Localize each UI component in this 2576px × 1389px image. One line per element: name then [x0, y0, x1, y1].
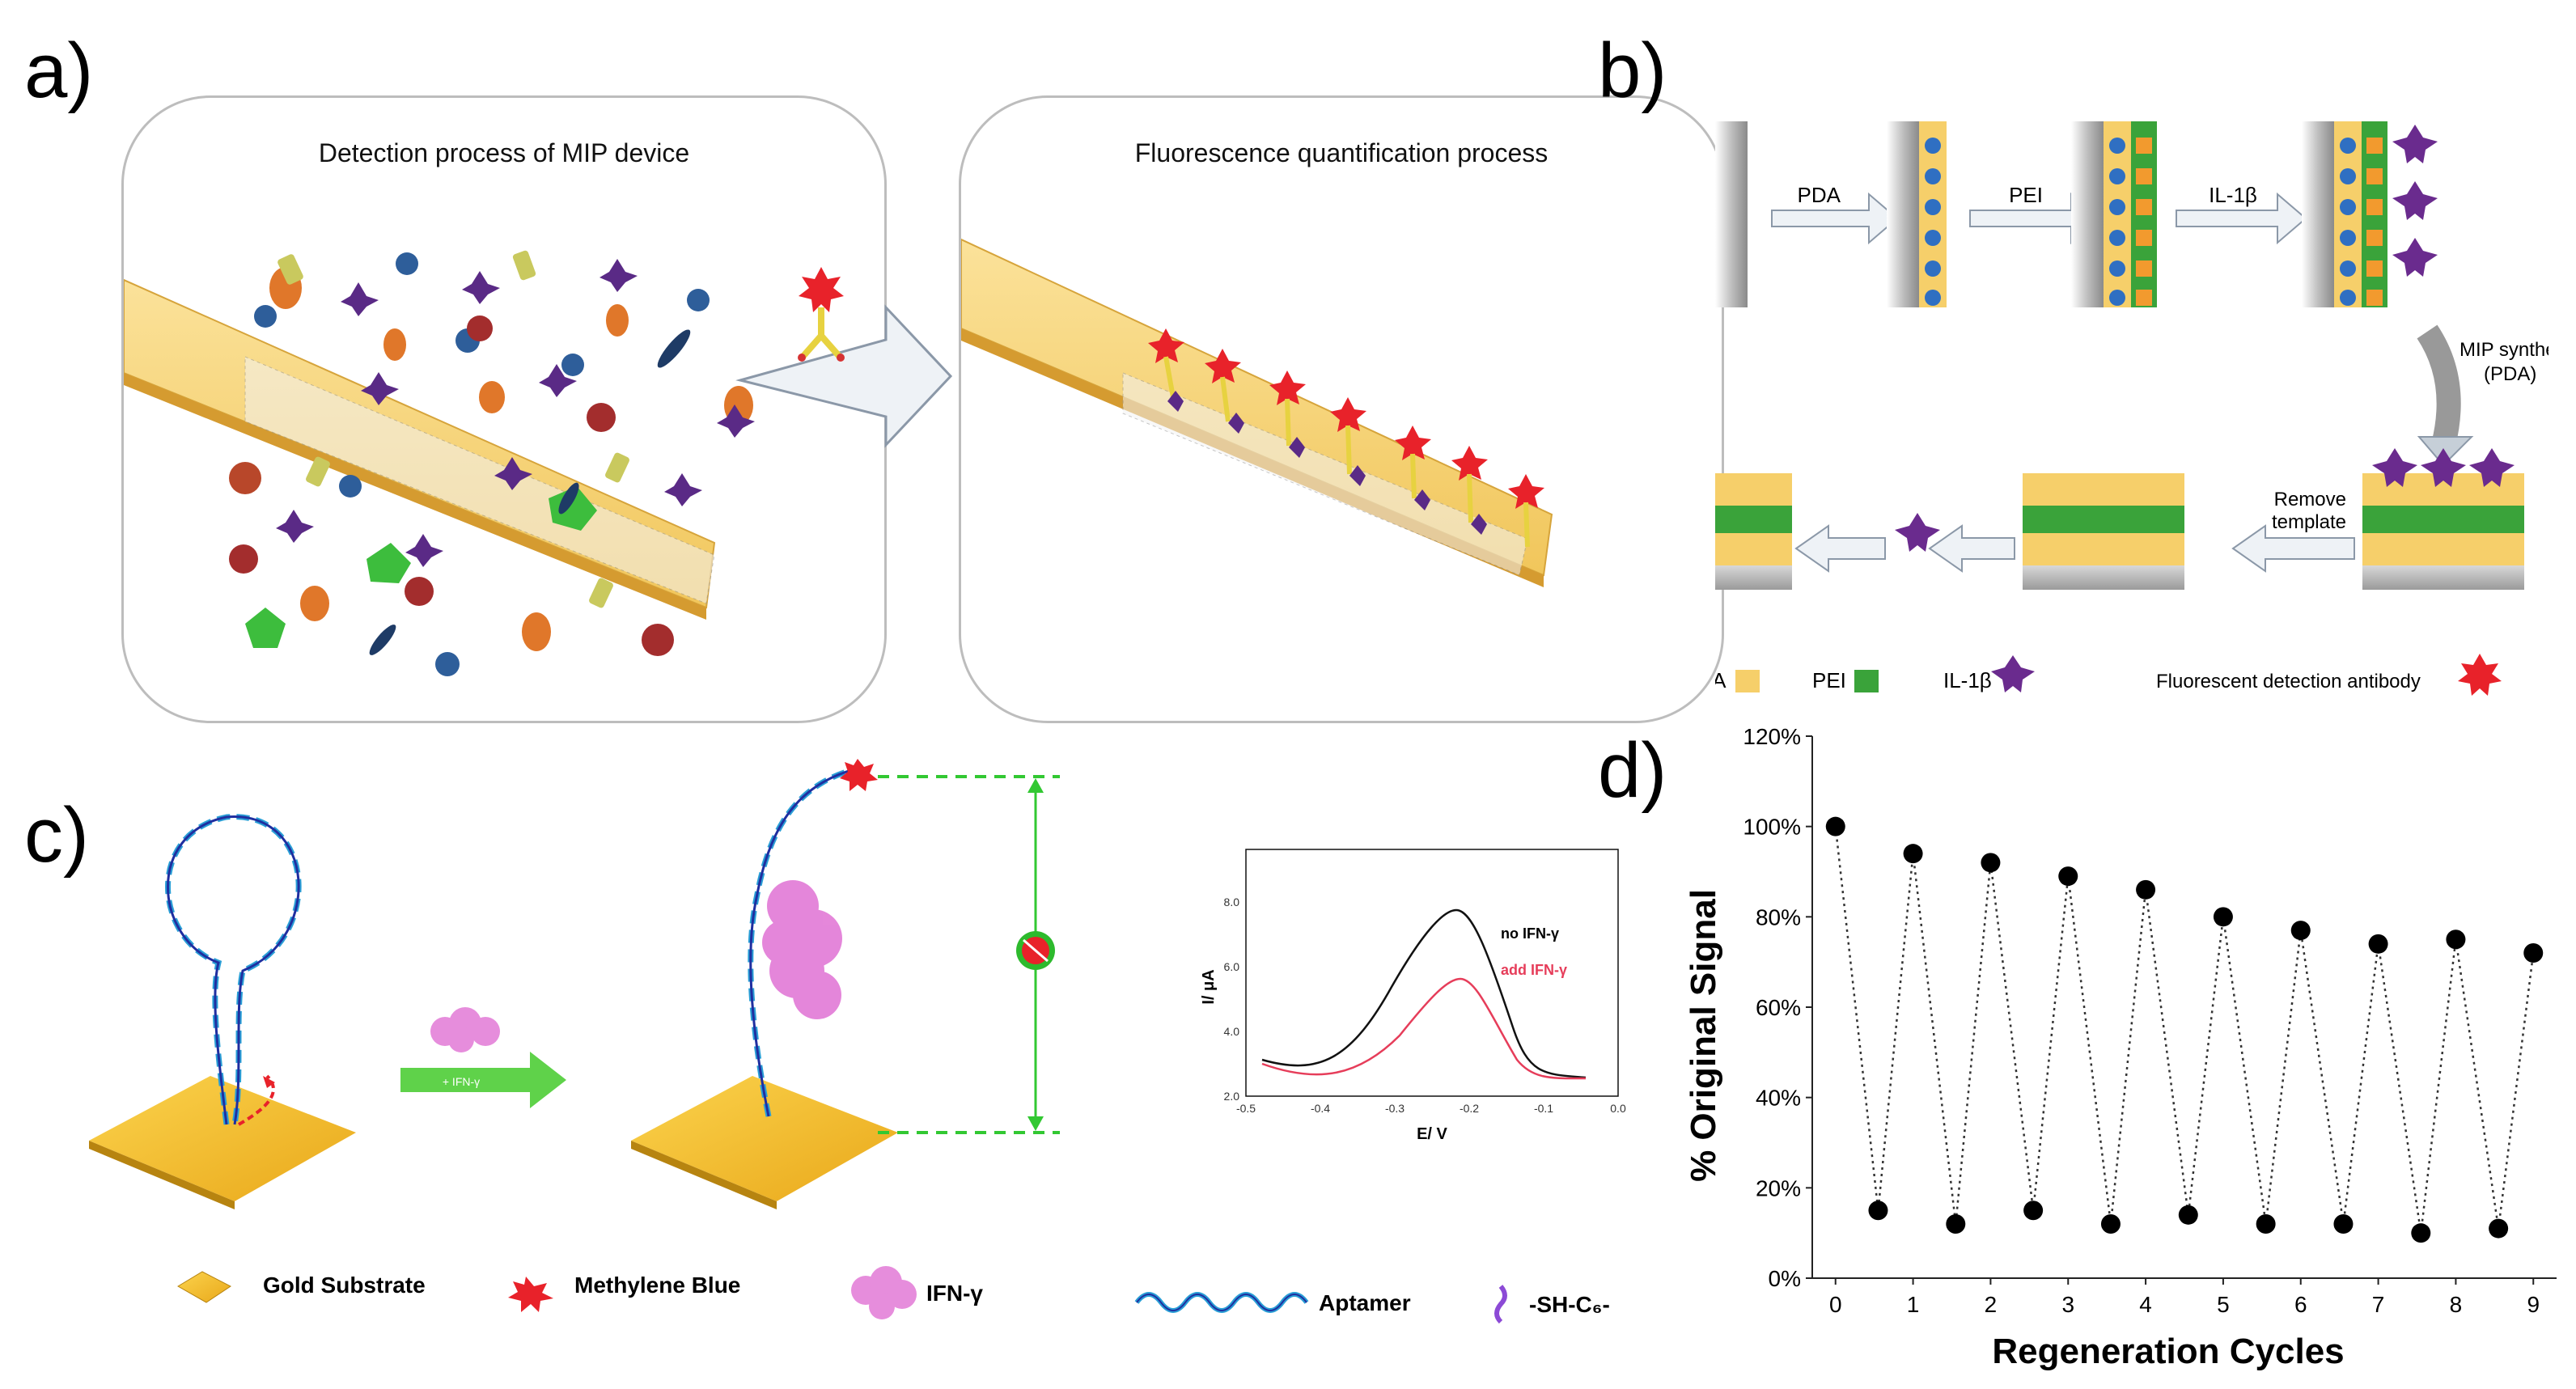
ifn-arrow-label: + IFN-γ	[443, 1075, 480, 1088]
chart-ytick-label: 100%	[1743, 815, 1801, 840]
chart-xtick-label: 7	[2372, 1292, 2385, 1317]
inset-legend-no: no IFN-γ	[1501, 925, 1559, 942]
chart-point	[2058, 866, 2078, 887]
fluorescence-quantification-illustration	[961, 238, 1553, 587]
inset-xlabel: E/ V	[1417, 1125, 1447, 1143]
chart-ytick-label: 0%	[1769, 1266, 1801, 1291]
chart-xtick-label: 9	[2527, 1292, 2540, 1317]
aptamer-sensor-illustration: + IFN-γ	[89, 759, 1060, 1209]
panel-a-left-box: Detection process of MIP device	[121, 95, 887, 723]
ifn-gamma-cloud	[430, 1007, 500, 1052]
inset-ylabel: I/ μA	[1200, 969, 1218, 1004]
chart-ytick-label: 40%	[1756, 1086, 1801, 1111]
chart-point	[2411, 1223, 2431, 1243]
chart-xtick-label: 1	[1907, 1292, 1920, 1317]
legend-il-label: IL-1β	[1943, 668, 1992, 692]
chart-point	[2136, 879, 2156, 900]
panel-a-label: a)	[24, 28, 94, 114]
legend-pei-label: PEI	[1812, 668, 1846, 692]
step-pei-label: PEI	[2009, 183, 2043, 207]
panel-c-label: c)	[24, 792, 89, 879]
chart-point	[2290, 921, 2311, 941]
mip-device-illustration	[124, 250, 755, 676]
bound-antibody-row	[1148, 328, 1544, 509]
chart-point	[2333, 1214, 2354, 1234]
chart-point	[2446, 930, 2466, 950]
panel-c-legend-2: Aptamer -SH-C₆-	[1134, 1285, 1610, 1324]
chart-point	[1903, 844, 1923, 864]
chart-xtick-label: 3	[2061, 1292, 2074, 1317]
panel-c-legend: Gold Substrate Methylene Blue IFN-γ	[177, 1266, 983, 1319]
inset-xtick-0: -0.5	[1236, 1102, 1256, 1115]
regeneration-chart: 0% 20% 40% 60% 80% 100% 120% 0 1 2 3 4 5 6 7 8 9 Regener…	[1684, 724, 2557, 1371]
panel-b-label: b)	[1598, 28, 1667, 114]
panel-a-right-box: Fluorescence quantification process	[959, 95, 1724, 723]
chart-point	[1981, 853, 2001, 873]
chart-point	[2256, 1214, 2276, 1234]
chart-xtick-label: 8	[2450, 1292, 2463, 1317]
panel-a-left-title: Detection process of MIP device	[318, 138, 690, 167]
chart-point	[1946, 1214, 1966, 1234]
molecule-cluster	[229, 250, 755, 676]
chart-point	[2368, 934, 2388, 954]
panel-d-label: d)	[1598, 727, 1667, 814]
mip-synthesis-sub-label: (PDA)	[2484, 363, 2536, 385]
chart-xlabel: Regeneration Cycles	[1992, 1332, 2344, 1371]
step-il-label: IL-1β	[2209, 183, 2257, 207]
chart-ytick-label: 60%	[1756, 995, 1801, 1020]
mip-synthesis-label: MIP synthesis	[2459, 339, 2548, 361]
legend-gold-label: Gold Substrate	[263, 1273, 426, 1298]
chart-point	[2178, 1205, 2198, 1225]
panel-a-right-title: Fluorescence quantification process	[1134, 138, 1549, 167]
inset-ytick-2: 6.0	[1224, 960, 1240, 973]
fluorescent-antibody-icon	[798, 267, 845, 362]
mip-synthesis-schematic: PDA PEI IL-1β MIP synthesis (PDA) Remove…	[1715, 121, 2548, 696]
chart-xtick-label: 2	[1985, 1292, 1998, 1317]
inset-xtick-3: -0.2	[1460, 1102, 1479, 1115]
legend-aptamer-label: Aptamer	[1319, 1290, 1411, 1315]
legend-pda-label: PDA	[1715, 668, 1727, 692]
chart-ylabel: % Original Signal	[1684, 889, 1723, 1182]
chart-ytick-label: 120%	[1743, 724, 1801, 749]
flow-arrow-a	[735, 267, 953, 448]
legend-mb-label: Methylene Blue	[574, 1273, 740, 1298]
chart-xtick-label: 5	[2217, 1292, 2230, 1317]
legend-antibody-label: Fluorescent detection antibody	[2156, 671, 2421, 692]
cv-inset-chart: no IFN-γ add IFN-γ -0.5 -0.4 -0.3 -0.2 -…	[1200, 849, 1626, 1143]
inset-xtick-5: 0.0	[1610, 1102, 1626, 1115]
chart-ytick-label: 80%	[1756, 904, 1801, 930]
chart-series-line	[1834, 826, 2535, 1234]
chart-point	[1825, 816, 1845, 836]
chart-xtick-label: 6	[2294, 1292, 2307, 1317]
step-pda-label: PDA	[1798, 183, 1841, 207]
chart-point	[2523, 943, 2544, 963]
inset-ytick-0: 2.0	[1224, 1090, 1240, 1103]
remove-template-label-2: template	[2272, 511, 2346, 533]
chart-point	[2100, 1214, 2121, 1234]
inset-xtick-4: -0.1	[1534, 1102, 1553, 1115]
chart-point	[2023, 1201, 2044, 1221]
chart-point	[2489, 1218, 2509, 1239]
chart-xtick-label: 4	[2139, 1292, 2152, 1317]
remove-template-label: Remove	[2274, 489, 2346, 510]
chart-xtick-label: 0	[1829, 1292, 1842, 1317]
inset-ytick-3: 8.0	[1224, 896, 1240, 908]
inset-xtick-1: -0.4	[1311, 1102, 1330, 1115]
chart-point	[1868, 1201, 1888, 1221]
inset-ytick-1: 4.0	[1224, 1025, 1240, 1038]
legend-ifn-label: IFN-γ	[926, 1281, 983, 1306]
inset-xtick-2: -0.3	[1385, 1102, 1405, 1115]
legend-sh-label: -SH-C₆-	[1529, 1292, 1610, 1317]
chart-ytick-label: 20%	[1756, 1175, 1801, 1201]
chart-point	[2213, 907, 2233, 927]
inset-legend-add: add IFN-γ	[1501, 962, 1567, 978]
